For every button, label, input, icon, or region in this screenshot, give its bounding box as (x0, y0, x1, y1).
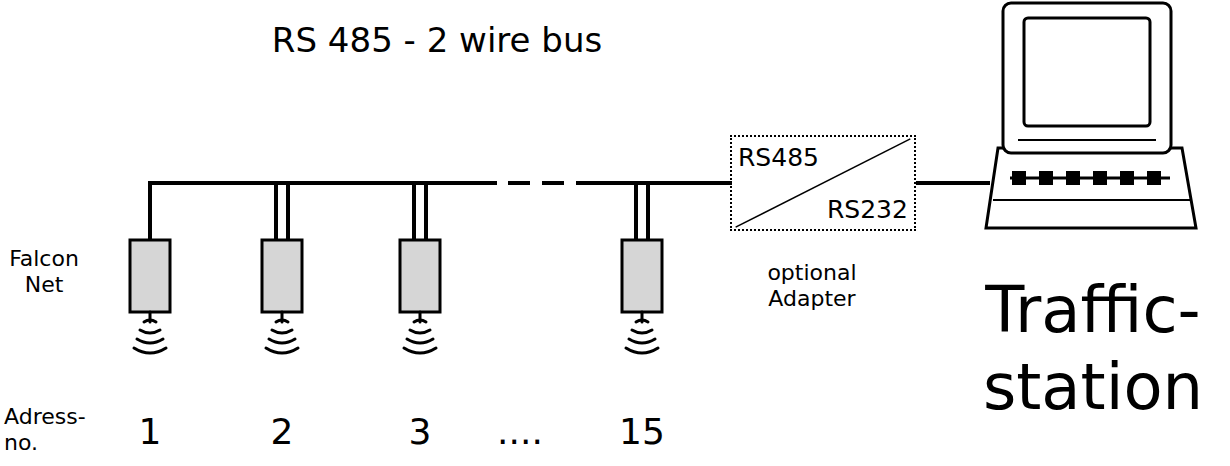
antenna-arc (140, 330, 160, 333)
antenna-arc (137, 339, 163, 343)
key (1066, 171, 1080, 185)
antenna-arc (626, 348, 658, 353)
antenna-arc (629, 339, 655, 343)
drop-wire (636, 183, 648, 240)
traffic-station: Traffic- station (958, 0, 1228, 466)
address-number: 2 (271, 410, 294, 453)
antenna-arc (414, 320, 426, 322)
key (1039, 171, 1053, 185)
cable (958, 181, 990, 185)
antenna-arc (276, 320, 288, 322)
antenna-arc (144, 320, 156, 322)
sensor-box (622, 240, 662, 312)
address-number: 1 (139, 410, 162, 453)
antenna-arc (134, 348, 166, 353)
key (1012, 171, 1026, 185)
bus-wire (150, 181, 495, 185)
adapter-box: RS485RS232 (730, 135, 916, 231)
antenna-arc (404, 348, 436, 353)
address-number: 15 (619, 410, 665, 453)
station-name: Traffic- station (958, 272, 1228, 426)
pc-standard: RS232 (825, 195, 910, 225)
antenna-arc (636, 320, 648, 322)
serial-cable (916, 181, 958, 185)
monitor-foot (1018, 139, 1156, 141)
drop-wire (148, 183, 152, 240)
key (1120, 171, 1134, 185)
bus-title: RS 485 - 2 wire bus (272, 20, 602, 61)
antenna-arc (632, 330, 652, 333)
monitor (1003, 3, 1171, 153)
keyboard-edge (993, 199, 1190, 201)
antenna-arc (407, 339, 433, 343)
bus-dashes (510, 181, 562, 185)
ellipsis: .... (497, 410, 543, 453)
adapter-caption: optional Adapter (732, 260, 892, 313)
antenna-arc (410, 330, 430, 333)
sensor-box (130, 240, 170, 312)
bus-wire (578, 181, 730, 185)
drop-wire (276, 183, 288, 240)
antenna-arc (269, 339, 295, 343)
antenna-symbols (134, 312, 658, 353)
key-row (1010, 177, 1170, 180)
key (1147, 171, 1161, 185)
sensor-box (262, 240, 302, 312)
key (1093, 171, 1107, 185)
address-heading: Adress- no. (4, 404, 104, 457)
address-number: 3 (409, 410, 432, 453)
sensor-box (400, 240, 440, 312)
bus-standard: RS485 (736, 143, 821, 173)
keyboard-base (986, 148, 1196, 228)
screen (1024, 18, 1150, 126)
device-name: Falcon Net (6, 246, 82, 299)
computer-icon (958, 0, 1228, 240)
antenna-arc (272, 330, 292, 333)
antenna-arc (266, 348, 298, 353)
drop-wire (414, 183, 426, 240)
